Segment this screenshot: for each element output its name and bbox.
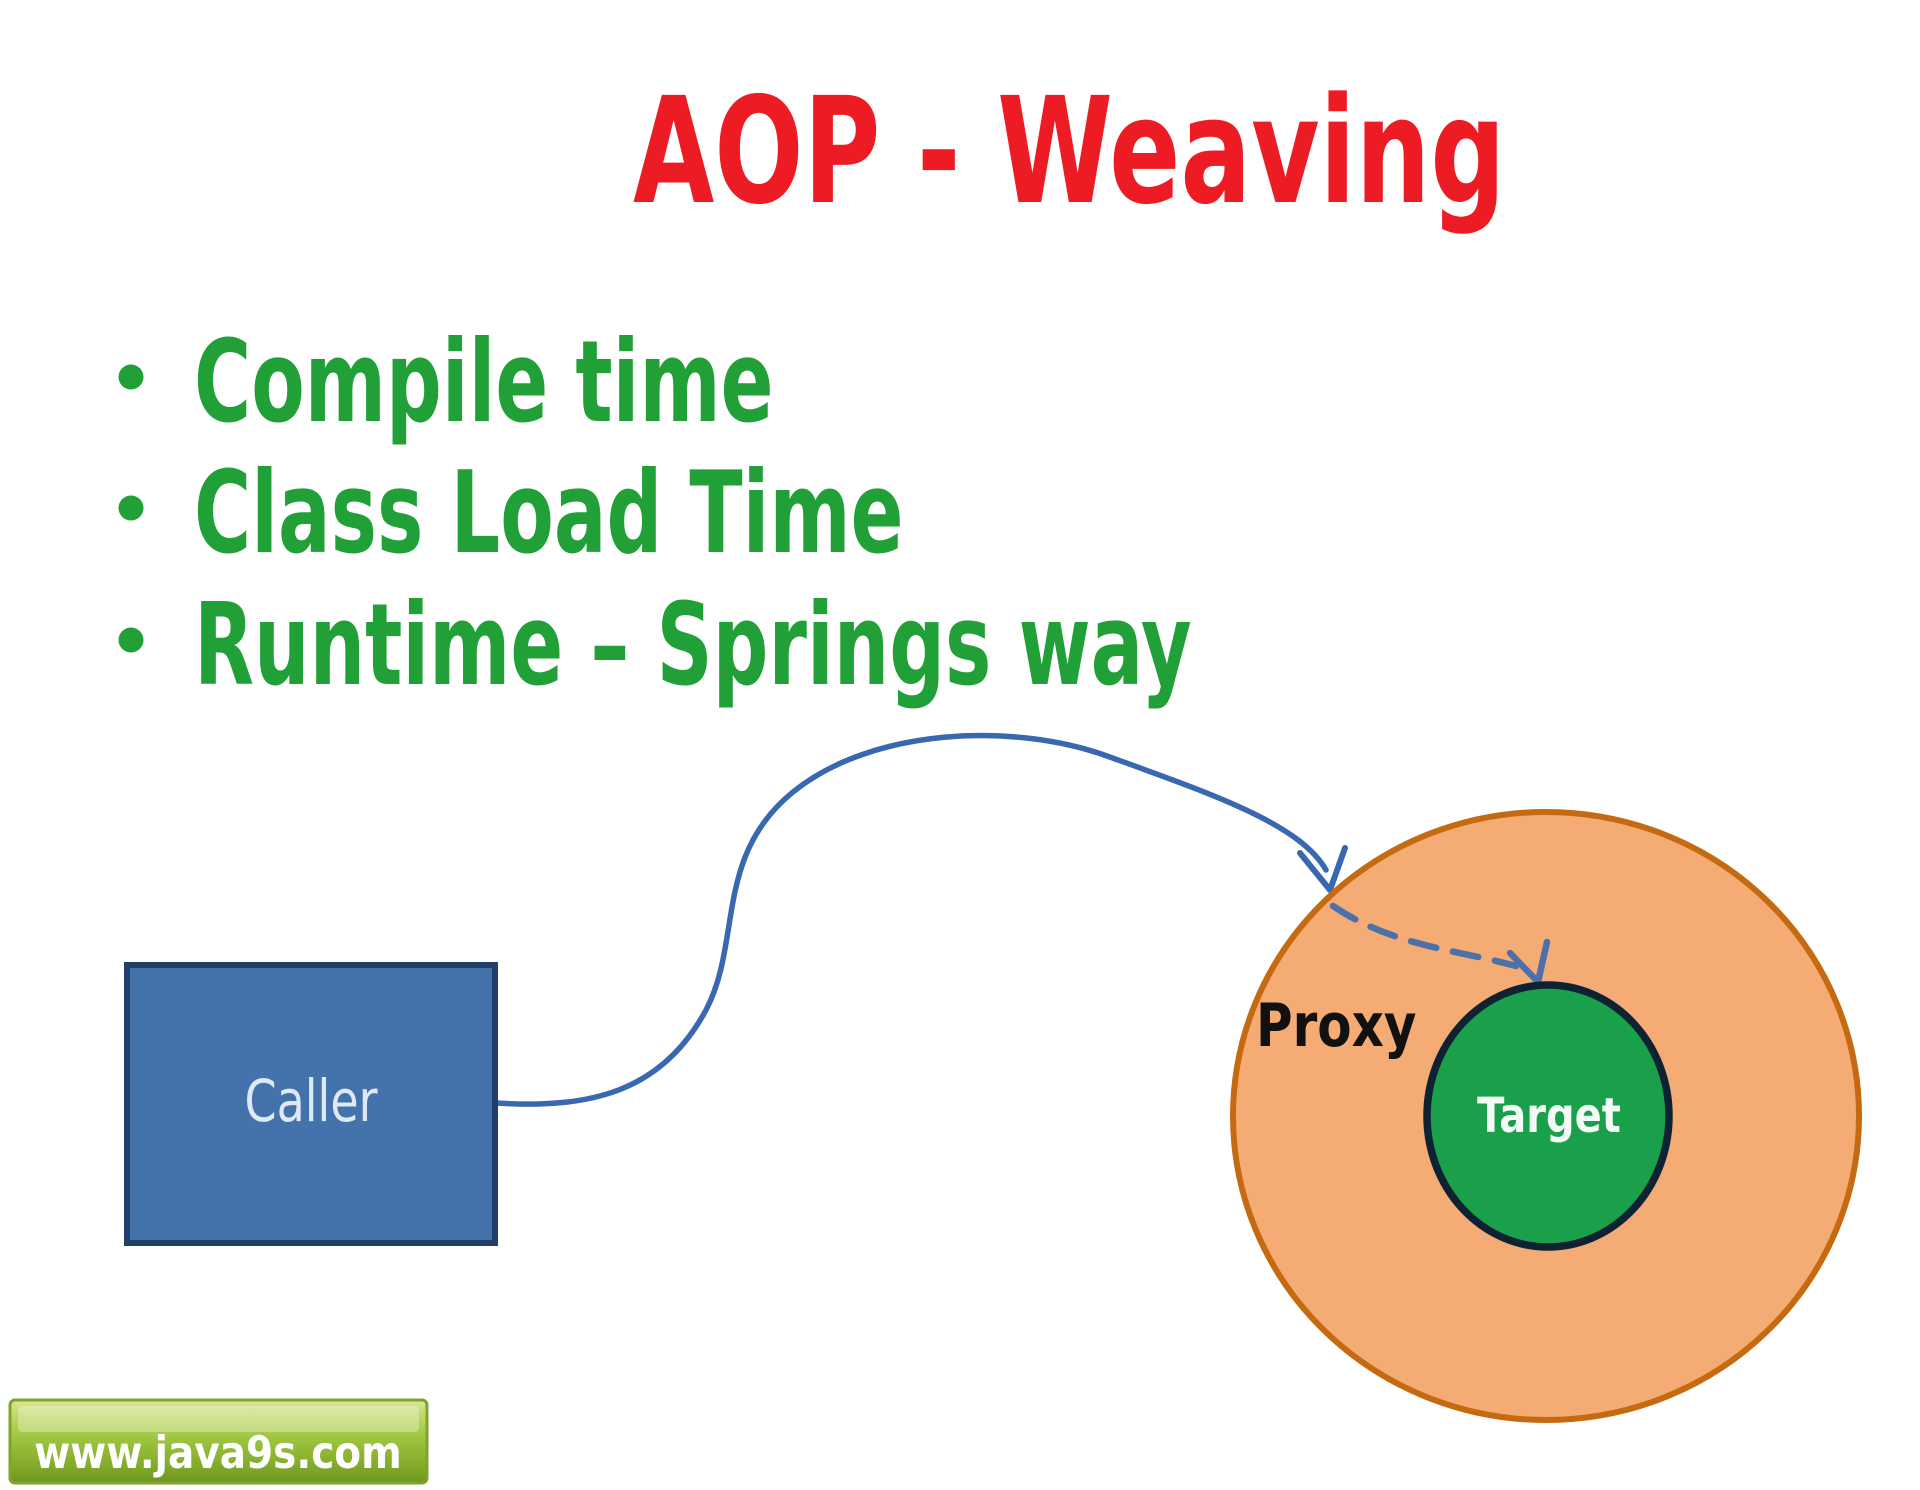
target-circle	[1423, 981, 1673, 1251]
solid-arrow-head-icon	[1297, 845, 1348, 893]
slide-title: AOP - Weaving	[633, 66, 1506, 237]
target-label: Target	[1477, 1089, 1621, 1144]
java9s-logo-text: www.java9s.com	[34, 1426, 401, 1478]
proxy-label: Proxy	[1256, 992, 1416, 1062]
bullet-list: Compile time Class Load Time Runtime – S…	[118, 316, 1192, 711]
bullet-item: Runtime – Springs way	[194, 579, 1192, 711]
bullet-dot	[118, 364, 144, 390]
bullet-item: Compile time	[194, 316, 774, 448]
java9s-logo: www.java9s.com	[8, 1398, 429, 1485]
bullet-dot	[118, 495, 144, 521]
caller-box	[124, 962, 498, 1246]
caller-to-proxy-arrow	[494, 732, 1329, 1107]
caller-label: Caller	[244, 1069, 378, 1135]
proxy-to-target-dashed-arrow	[1329, 902, 1520, 970]
title-group: AOP - Weaving	[633, 66, 1506, 237]
java9s-logo-background	[8, 1398, 429, 1485]
java9s-logo-bevel-highlight	[18, 1406, 419, 1432]
bullet-item: Class Load Time	[194, 447, 903, 579]
bullet-dot	[118, 627, 144, 653]
